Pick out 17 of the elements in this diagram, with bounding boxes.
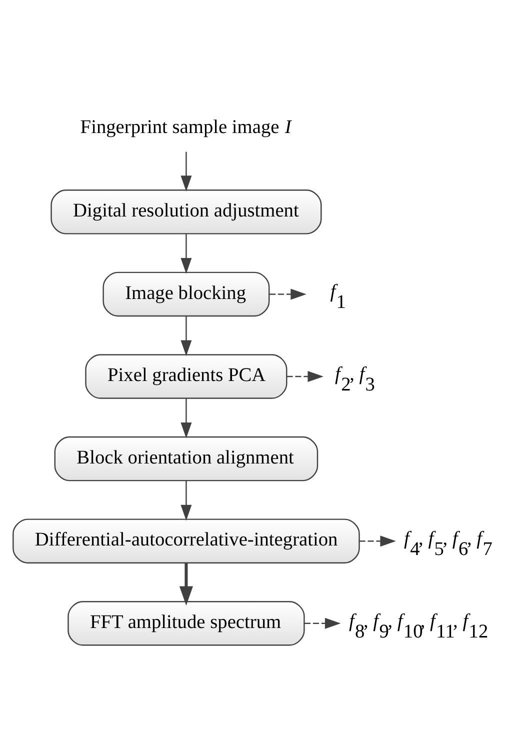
arrow	[180, 316, 192, 356]
arrow	[286, 370, 324, 382]
arrow	[180, 151, 192, 191]
arrow	[180, 234, 192, 274]
node-box: Pixel gradients PCA	[85, 354, 288, 398]
arrow	[180, 398, 192, 438]
node-box: Block orientation alignment	[54, 436, 318, 481]
arrow	[270, 288, 306, 300]
node-text: Fingerprint sample image I	[80, 116, 292, 138]
node-box: FFT amplitude spectrum	[68, 600, 305, 646]
node-box: Image blocking	[102, 271, 270, 316]
arrow	[304, 617, 341, 628]
arrow	[179, 562, 193, 606]
arrow	[359, 535, 396, 546]
node-box: Digital resolution adjustment	[50, 189, 322, 234]
arrow	[180, 480, 192, 520]
node-box: Differential-autocorrelative-integration	[12, 518, 360, 563]
